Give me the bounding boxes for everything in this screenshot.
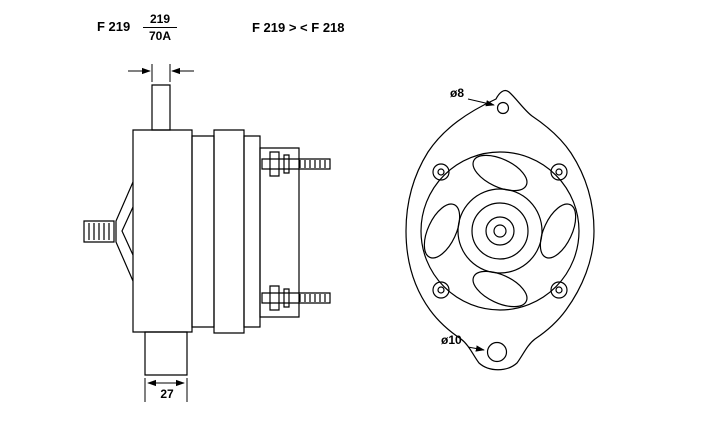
diameter-8-label: ø8 xyxy=(450,86,465,100)
ratio-numerator: 219 xyxy=(143,12,177,28)
leader-dia10 xyxy=(468,345,485,352)
corner-bolt-holes xyxy=(433,164,567,298)
top-lug-hole xyxy=(498,103,509,114)
dimension-foot-top xyxy=(128,64,194,82)
drive-end-cone xyxy=(116,182,133,281)
dimension-foot-width xyxy=(145,378,187,402)
outer-contour xyxy=(406,91,594,370)
terminal-stud-bottom xyxy=(262,286,330,310)
mounting-foot-top xyxy=(152,85,170,130)
bottom-lug-hole xyxy=(488,343,507,362)
terminal-stud-top xyxy=(262,152,330,176)
front-view-drawing xyxy=(406,91,594,370)
diameter-10-label: ø10 xyxy=(441,333,462,347)
foot-width-dimension-label: 27 xyxy=(150,387,184,401)
leader-dia8 xyxy=(468,99,495,107)
face-circle xyxy=(421,152,579,310)
part-code-left: F 219 xyxy=(97,19,131,34)
shaft xyxy=(84,221,114,242)
fan-blades xyxy=(417,148,583,314)
ratio-label: 219 70A xyxy=(143,12,177,43)
housing-sections xyxy=(192,130,299,333)
part-code-range: F 219 > < F 218 xyxy=(252,20,345,35)
side-view-drawing xyxy=(84,64,330,402)
ratio-denominator: 70A xyxy=(148,29,171,43)
mounting-foot-bottom xyxy=(145,332,187,375)
hub-circles xyxy=(458,189,542,273)
front-housing xyxy=(133,130,192,332)
